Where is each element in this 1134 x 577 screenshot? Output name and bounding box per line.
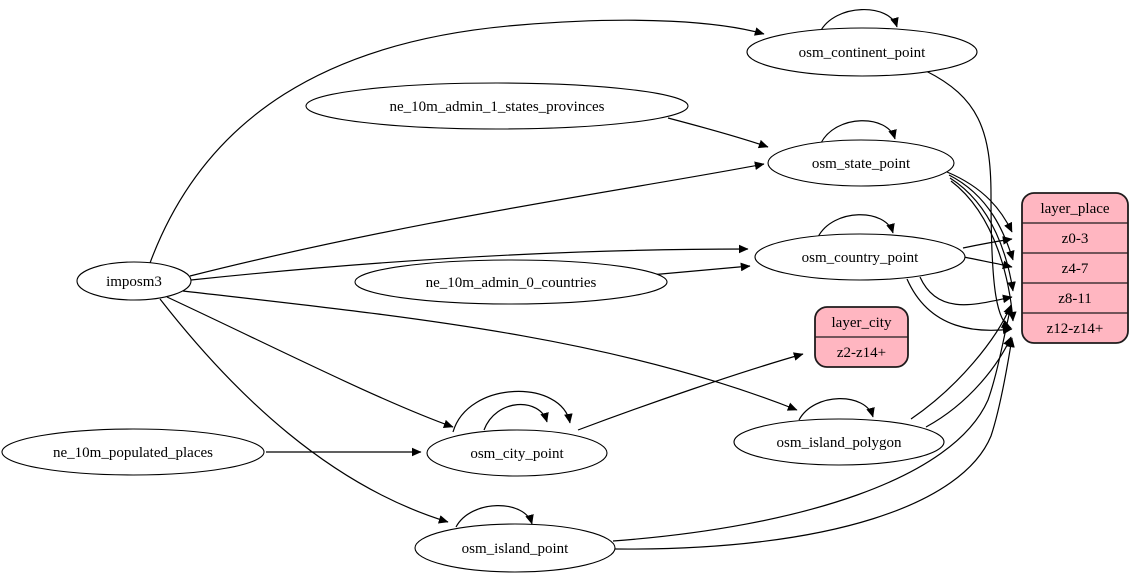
table-node-osm-country-point: osm_country_point [754, 233, 966, 281]
osm-country-point-label: osm_country_point [802, 250, 919, 266]
layer-place-row-z8-11: z8-11 [1058, 291, 1092, 307]
layer-place-title: layer_place [1040, 201, 1109, 217]
edge-osm-island-point-to-layer-place-z12-z14- [614, 337, 1015, 550]
self-loop-edge-osm-city-point-to-osm-city-point [483, 403, 549, 431]
imposm3-shape [76, 261, 192, 301]
ne-10m-admin-0-countries-label: ne_10m_admin_0_countries [426, 275, 597, 291]
table-node-osm-continent-point: osm_continent_point [746, 27, 978, 77]
edge-osm-country-point-to-layer-place-z4-7 [963, 256, 1013, 269]
edge-osm-country-point-to-layer-place-z8-11 [919, 276, 1013, 306]
layer-city-title: layer_city [832, 315, 892, 331]
osm-island-polygon-label: osm_island_polygon [776, 435, 902, 451]
ne-10m-populated-places-label: ne_10m_populated_places [53, 445, 213, 461]
edge-osm-country-point-to-layer-place-z12-z14- [906, 278, 1013, 335]
edge-imposm3-to-osm-country-point [190, 244, 749, 281]
self-loop-edge-osm-island-point-to-osm-island-point [455, 505, 534, 528]
table-node-ne-10m-admin-0-countries: ne_10m_admin_0_countries [354, 259, 668, 305]
osm-city-point-label: osm_city_point [470, 446, 564, 462]
osm-island-point-label: osm_island_point [462, 541, 570, 557]
self-loop-edge-osm-island-polygon-to-osm-island-polygon [798, 398, 875, 421]
table-node-osm-city-point: osm_city_point [426, 429, 608, 477]
table-node-ne-10m-populated-places: ne_10m_populated_places [1, 428, 265, 476]
self-loop-edge-osm-country-point-to-osm-country-point [817, 214, 895, 238]
edge-osm-city-point-to-layer-city-z2-z14- [577, 352, 804, 431]
record-node-layer-city: layer_city z2-z14+ [814, 306, 909, 368]
edge-layer [149, 9, 1017, 550]
self-loop-edge-osm-continent-point-to-osm-continent-point [819, 9, 899, 33]
edge-osm-continent-point-to-layer-place-z12-z14- [925, 70, 1012, 329]
edge-osm-state-point-to-layer-place-z0-3 [946, 171, 1013, 233]
edge-ne-10m-admin-1-states-provinces-to-osm-state-point [667, 117, 769, 149]
imposm3-label: imposm3 [106, 274, 162, 290]
edge-ne-10m-admin-0-countries-to-osm-country-point [649, 262, 751, 276]
table-node-osm-island-polygon: osm_island_polygon [733, 418, 945, 466]
ne-10m-admin-0-countries-shape [354, 259, 668, 305]
edge-imposm3-to-osm-continent-point [149, 19, 765, 264]
osm-state-point-shape [767, 139, 955, 187]
edge-osm-island-polygon-to-layer-place-z12-z14- [925, 336, 1012, 428]
edge-osm-island-polygon-to-layer-place-z8-11 [910, 304, 1012, 420]
edge-osm-state-point-to-layer-place-z4-7 [948, 174, 1015, 261]
node-layer: imposm3 ne_10m_admin_1_states_provincesne… [1, 27, 1129, 573]
edge-osm-country-point-to-layer-place-z0-3 [962, 236, 1013, 249]
layer-place-shape [1021, 192, 1129, 344]
edge-osm-state-point-to-layer-place-z8-11 [949, 177, 1016, 292]
table-node-osm-island-point: osm_island_point [414, 523, 616, 573]
table-node-osm-state-point: osm_state_point [767, 139, 955, 187]
record-node-layer-place: layer_place z0-3 z4-7 z8-11 z12-z14+ [1021, 192, 1129, 344]
edge-imposm3-to-osm-city-point [166, 296, 454, 428]
osm-continent-point-shape [746, 27, 978, 77]
layer-city-row-z2-z14-: z2-z14+ [837, 345, 886, 361]
osm-country-point-shape [754, 233, 966, 281]
table-node-imposm3: imposm3 [76, 261, 192, 301]
layer-place-row-z0-3: z0-3 [1062, 231, 1089, 247]
osm-island-point-shape [414, 523, 616, 573]
osm-city-point-shape [426, 429, 608, 477]
self-loop-edge-osm-city-point-to-osm-city-point [452, 390, 573, 433]
layer-place-row-z12-z14-: z12-z14+ [1047, 321, 1104, 337]
edge-osm-island-point-to-layer-place-z8-11 [612, 305, 1014, 542]
osm-island-polygon-shape [733, 418, 945, 466]
ne-10m-admin-1-states-provinces-shape [305, 82, 689, 130]
ne-10m-admin-1-states-provinces-label: ne_10m_admin_1_states_provinces [390, 99, 605, 115]
layer-place-row-z4-7: z4-7 [1062, 261, 1089, 277]
edge-imposm3-to-osm-island-polygon [182, 290, 798, 411]
edge-imposm3-to-osm-state-point [189, 161, 765, 277]
ne-10m-populated-places-shape [1, 428, 265, 476]
table-node-ne-10m-admin-1-states-provinces: ne_10m_admin_1_states_provinces [305, 82, 689, 130]
osm-state-point-label: osm_state_point [812, 156, 911, 172]
self-loop-edge-osm-state-point-to-osm-state-point [820, 120, 897, 144]
edge-imposm3-to-osm-island-point [159, 298, 449, 524]
osm-continent-point-label: osm_continent_point [799, 45, 926, 61]
